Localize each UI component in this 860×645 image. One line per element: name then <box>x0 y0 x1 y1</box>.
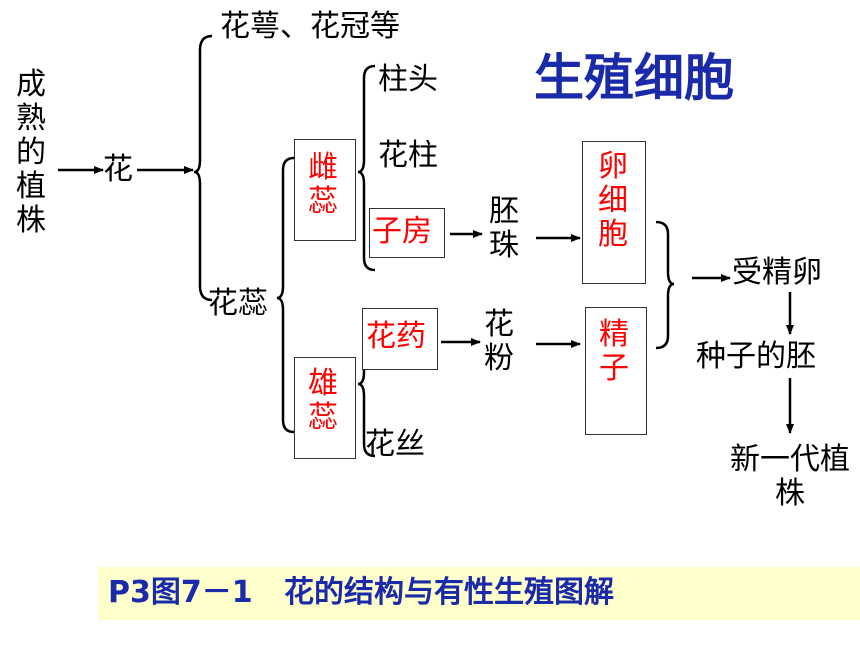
caption-bar: P3图7－1 花的结构与有性生殖图解 <box>98 567 860 620</box>
node-ovary: 子房 <box>372 214 432 249</box>
box-anther <box>362 308 438 370</box>
brace-fertilization <box>655 220 675 350</box>
box-stamen <box>294 357 356 459</box>
node-pollen: 花粉 <box>484 307 514 376</box>
box-ovary <box>369 208 445 258</box>
node-flower: 花 <box>103 152 133 187</box>
caption-text: P3图7－1 花的结构与有性生殖图解 <box>108 575 614 610</box>
node-new-generation: 新一代植株 <box>730 442 850 511</box>
node-embryo: 种子的胚 <box>696 339 816 374</box>
node-ovule: 胚珠 <box>489 194 519 263</box>
node-pistil-stamen: 花蕊 <box>208 286 268 321</box>
node-pistil: 雌蕊 <box>308 150 338 219</box>
node-zygote: 受精卵 <box>732 255 822 290</box>
node-stamen: 雄蕊 <box>308 366 338 435</box>
box-egg-cell <box>582 141 646 284</box>
box-pistil <box>294 139 356 241</box>
node-filament: 花丝 <box>365 427 425 462</box>
brace-pistil-stamen <box>276 156 295 434</box>
node-anther: 花药 <box>366 319 426 354</box>
title-reproductive-cells: 生殖细胞 <box>534 49 734 107</box>
node-sperm: 精子 <box>599 317 629 386</box>
node-style: 花柱 <box>378 138 438 173</box>
node-mature-plant: 成熟的植株 <box>16 67 46 238</box>
brace-pistil <box>357 64 376 272</box>
box-sperm <box>585 307 647 435</box>
node-sepal-petal: 花萼、花冠等 <box>220 9 400 44</box>
node-egg-cell: 卵细胞 <box>598 149 628 252</box>
brace-flower <box>193 34 213 302</box>
node-stigma: 柱头 <box>378 62 438 97</box>
